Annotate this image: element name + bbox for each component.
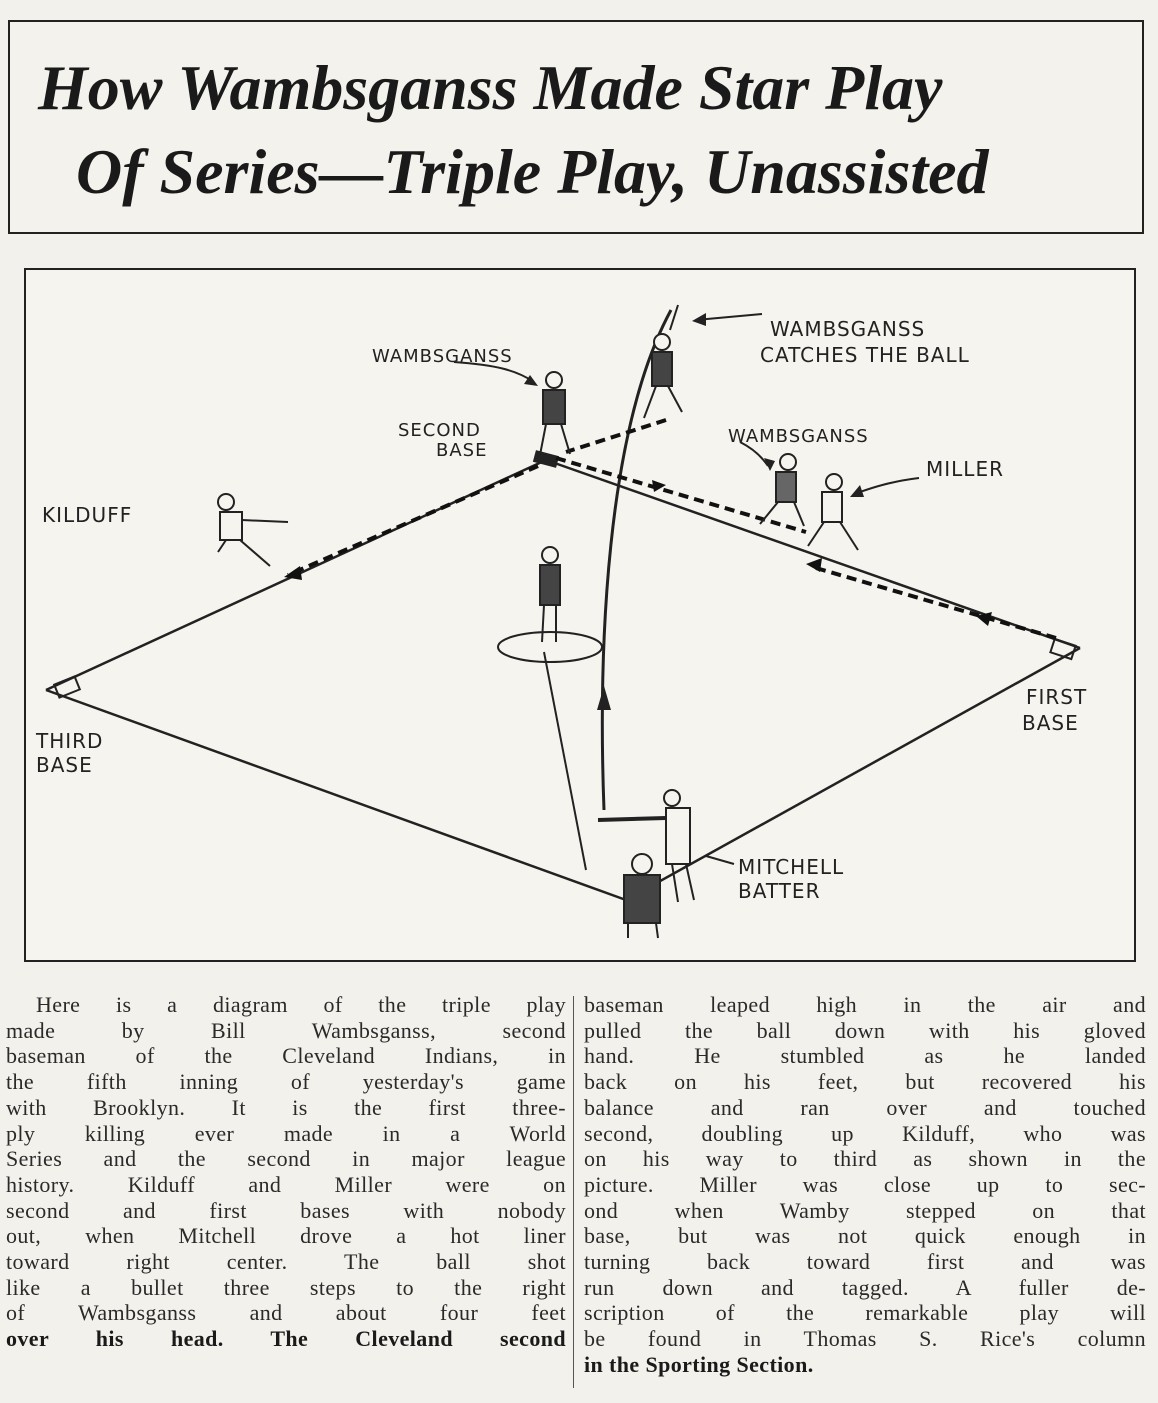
headline-box: How Wambsganss Made Star Play Of Series—… (8, 20, 1144, 234)
ball-path-arrowhead (597, 686, 611, 710)
col2-line: baseman leaped high in the air and (584, 992, 1146, 1017)
label-mitchell-1: MITCHELL (738, 855, 844, 879)
column-divider (573, 996, 574, 1388)
triple-play-diagram: WAMBSGANSS WAMBSGANSS CATCHES THE BALL S… (24, 268, 1136, 962)
label-first-base-2: BASE (1022, 711, 1079, 735)
third-base-marker (52, 675, 82, 699)
col2-line: picture. Miller was close up to sec- (584, 1171, 1146, 1197)
second-base-to-right-path (555, 456, 807, 534)
label-wambsganss-right: WAMBSGANSS (728, 426, 869, 447)
col2-line: on his way to third as shown in the (584, 1146, 1146, 1172)
wambsganss-figure-catch (643, 304, 683, 419)
wambsganss-run-path (565, 418, 667, 454)
col2-line: ond when Wamby stepped on that (584, 1197, 1146, 1223)
diamond-diagram-svg: WAMBSGANSS WAMBSGANSS CATCHES THE BALL S… (35, 304, 1087, 939)
col1-line: out, when Mitchell drove a hot liner (6, 1223, 566, 1249)
col1-line: second and first bases with nobody (6, 1197, 566, 1223)
col2-line: hand. He stumbled as he landed (584, 1043, 1146, 1069)
article-paragraph-col2: baseman leaped high in the air and pulle… (584, 992, 1146, 1378)
article-column-2: baseman leaped high in the air and pulle… (584, 992, 1146, 1392)
col1-line: of Wambsganss and about four feet (6, 1300, 566, 1326)
label-wambsganss-catch-1: WAMBSGANSS (770, 317, 925, 341)
col1-line: toward right center. The ball shot (6, 1249, 566, 1275)
player-figures (217, 304, 859, 939)
batter-figure (597, 789, 695, 903)
kilduff-run-path (287, 464, 539, 577)
col1-line: history. Kilduff and Miller were on (6, 1171, 566, 1197)
label-second-base-2: BASE (436, 440, 487, 461)
col2-line: back on his feet, but recovered his (584, 1069, 1146, 1095)
label-first-base-1: FIRST (1026, 685, 1087, 709)
col2-line: pulled the ball down with his gloved (584, 1017, 1146, 1043)
label-third-base-2: BASE (36, 753, 93, 777)
label-third-base-1: THIRD (35, 729, 103, 753)
label-pointer-arrows (453, 313, 920, 865)
wambsganss-figure-right (759, 453, 805, 527)
label-second-base-1: SECOND (398, 420, 481, 441)
col2-line: balance and ran over and touched (584, 1094, 1146, 1120)
miller-figure (807, 473, 859, 551)
article-column-1: Here is a diagram of the triple play mad… (6, 992, 566, 1392)
col1-line: ply killing ever made in a World (6, 1120, 566, 1146)
pitchers-circle (497, 631, 603, 663)
col2-line: be found in Thomas S. Rice's column (584, 1326, 1146, 1352)
col2-line: scription of the remarkable play will (584, 1300, 1146, 1326)
headline-line-2: Of Series—Triple Play, Unassisted (76, 136, 989, 207)
col1-line: Series and the second in major league (6, 1146, 566, 1172)
ball-flight-path (600, 309, 673, 811)
col2-line: turning back toward first and was (584, 1249, 1146, 1275)
col2-line-bold: in the Sporting Section. (584, 1351, 814, 1377)
wambsganss-figure-second (539, 371, 571, 456)
label-wambsganss-top: WAMBSGANSS (372, 346, 513, 367)
col1-line: the fifth inning of yesterday's game (6, 1069, 566, 1095)
label-kilduff: KILDUFF (42, 503, 132, 527)
headline-line-1: How Wambsganss Made Star Play (38, 52, 943, 123)
first-base-marker (1049, 637, 1077, 661)
col1-line: like a bullet three steps to the right (6, 1274, 566, 1300)
col2-line: second, doubling up Kilduff, who was (584, 1120, 1146, 1146)
col1-line: Here is a diagram of the triple play (36, 992, 566, 1017)
col2-line: base, but was not quick enough in (584, 1223, 1146, 1249)
label-miller: MILLER (926, 457, 1004, 481)
catcher-figure (623, 853, 661, 939)
label-wambsganss-catch-2: CATCHES THE BALL (760, 343, 970, 367)
label-mitchell-2: BATTER (738, 879, 820, 903)
article-paragraph-col1: Here is a diagram of the triple play mad… (6, 992, 566, 1352)
col2-line: run down and tagged. A fuller de- (584, 1274, 1146, 1300)
col1-line: with Brooklyn. It is the first three- (6, 1094, 566, 1120)
infield-diamond (45, 458, 1081, 902)
col1-line: made by Bill Wambsganss, second (6, 1017, 566, 1043)
col1-line-bold: over his head. The Cleveland second (6, 1326, 566, 1352)
col1-line: baseman of the Cleveland Indians, in (6, 1043, 566, 1069)
miller-run-path (815, 566, 1057, 640)
kilduff-figure (217, 493, 289, 567)
pitcher-figure (539, 546, 561, 643)
